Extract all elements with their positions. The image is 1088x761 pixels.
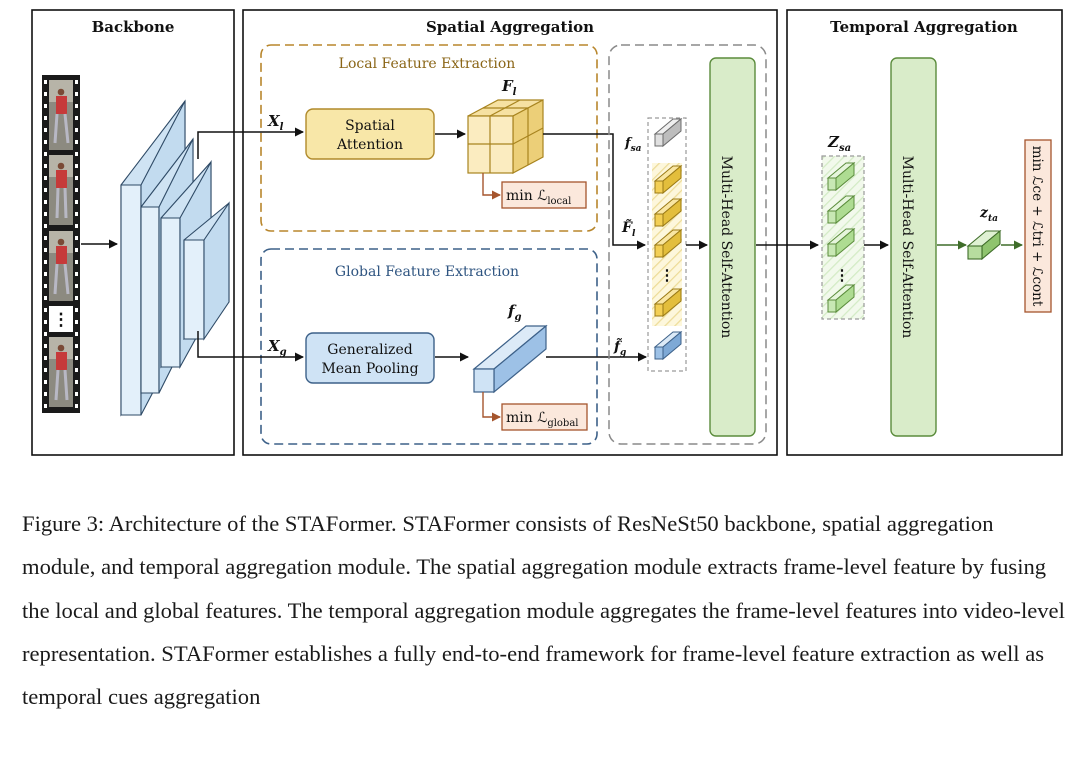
- x-l-label: Xl: [267, 112, 284, 133]
- svg-text:min ℒlocal: min ℒlocal: [506, 188, 571, 207]
- f-g-label: fg: [507, 302, 521, 323]
- video-frame: [49, 80, 73, 150]
- local-feature-extraction-box: Local Feature Extraction: [260, 44, 598, 232]
- F-tilde-l-label: F̃l: [621, 218, 636, 239]
- video-frame: [49, 231, 73, 301]
- global-feature-vector: [472, 324, 548, 394]
- input-frames-filmstrip: ⋮: [42, 75, 80, 413]
- svg-text:min ℒglobal: min ℒglobal: [506, 410, 579, 429]
- spatial-title: Spatial Aggregation: [426, 18, 594, 36]
- cls-token: [653, 117, 683, 148]
- z-ta-label: zta: [979, 205, 998, 224]
- global-loss-box: min ℒglobal: [501, 403, 588, 431]
- f-sa-label: fsa: [624, 136, 642, 154]
- film-perforations: [44, 80, 78, 408]
- x-g-label: Xg: [267, 337, 287, 358]
- arrow-local-to-tokens: [543, 133, 646, 250]
- temporal-token: [826, 227, 856, 258]
- local-tokens-ellipsis: ⋮: [660, 266, 675, 284]
- backbone-layer-4: [183, 201, 230, 341]
- local-feature-cube: [467, 99, 544, 174]
- local-token: [653, 228, 683, 259]
- local-box-title: Local Feature Extraction: [339, 56, 516, 72]
- spatial-attention-block: Spatial Attention: [305, 108, 435, 160]
- spatial-mhsa-block: Multi-Head Self-Attention: [709, 57, 756, 437]
- architecture-figure: Backbone Spatial Aggregation Temporal Ag…: [31, 9, 1063, 456]
- temporal-token: [826, 283, 856, 314]
- F-l-label: Fl: [501, 77, 517, 98]
- temporal-tokens-ellipsis: ⋮: [835, 266, 850, 284]
- local-token: [653, 287, 683, 318]
- temporal-token: [826, 161, 856, 192]
- f-tilde-g-label: f̃g: [613, 337, 626, 358]
- video-frame: [49, 155, 73, 225]
- frames-ellipsis: ⋮: [53, 310, 70, 330]
- global-feature-extraction-box: Global Feature Extraction: [260, 248, 598, 445]
- arrow-to-global-loss: [482, 392, 501, 422]
- backbone-title: Backbone: [92, 18, 175, 36]
- spatial-panel: Spatial Aggregation: [242, 9, 778, 456]
- local-token: [653, 197, 683, 228]
- svg-text:Generalized: Generalized: [327, 342, 412, 358]
- gem-pooling-block: Generalized Mean Pooling: [305, 332, 435, 384]
- video-feature-token: [966, 229, 1002, 261]
- final-loss-box: min ℒce + ℒtri + ℒcont: [1024, 139, 1052, 313]
- backbone-panel: Backbone: [31, 9, 235, 456]
- arrow-to-local-loss: [482, 173, 501, 200]
- local-token: [653, 164, 683, 195]
- figure-caption: Figure 3: Architecture of the STAFormer.…: [22, 511, 1065, 710]
- temporal-title: Temporal Aggregation: [830, 18, 1018, 36]
- svg-text:Mean Pooling: Mean Pooling: [321, 361, 418, 377]
- arrow-to-spatial-attention: [197, 127, 304, 159]
- svg-text:Spatial: Spatial: [345, 118, 395, 134]
- svg-text:Multi-Head Self-Attention: Multi-Head Self-Attention: [899, 156, 915, 339]
- local-loss-box: min ℒlocal: [501, 181, 587, 209]
- backbone-layers: [120, 99, 230, 417]
- temporal-panel: Temporal Aggregation: [786, 9, 1063, 456]
- svg-text:Attention: Attention: [336, 137, 403, 153]
- temporal-token: [826, 194, 856, 225]
- arrow-to-gem-pooling: [197, 331, 304, 362]
- global-box-title: Global Feature Extraction: [335, 264, 519, 280]
- z-sa-label: Zsa: [827, 133, 851, 154]
- temporal-mhsa-block: Multi-Head Self-Attention: [890, 57, 937, 437]
- svg-text:Multi-Head Self-Attention: Multi-Head Self-Attention: [718, 156, 734, 339]
- video-frame: [49, 337, 73, 407]
- global-token: [653, 330, 683, 361]
- svg-text:min ℒce + ℒtri + ℒcont: min ℒce + ℒtri + ℒcont: [1029, 146, 1045, 307]
